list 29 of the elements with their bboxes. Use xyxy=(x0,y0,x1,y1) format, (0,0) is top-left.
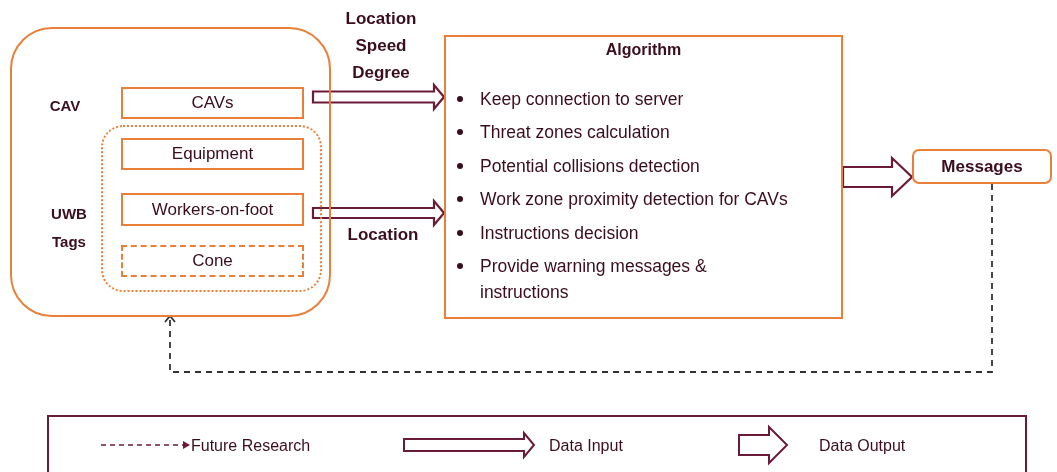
box-label: Cone xyxy=(192,251,233,271)
legend-text: Data Output xyxy=(819,437,906,455)
bullet-text: Potential collisions detection xyxy=(480,154,701,178)
bullet-text: Provide warning messages & instructions xyxy=(480,255,708,304)
box-label: Equipment xyxy=(171,144,254,164)
bullet-text: Work zone proximity detection for CAVs xyxy=(480,188,789,211)
process-box xyxy=(121,87,304,119)
box-label: Messages xyxy=(941,156,1023,177)
block-arrow xyxy=(311,81,446,113)
rounded-box xyxy=(912,149,1052,184)
box-label: Workers-on-foot xyxy=(151,199,274,220)
bullet-text: Instructions decision xyxy=(480,221,640,245)
legend-text: Data Input xyxy=(549,437,623,455)
rounded-group-box xyxy=(10,27,331,317)
box-title: Algorithm xyxy=(605,41,682,59)
group-label: CAV xyxy=(48,96,82,116)
process-box xyxy=(444,35,843,319)
dashed-process-box xyxy=(121,245,304,277)
bullet-text: Threat zones calculation xyxy=(480,121,671,144)
group-label: UWB Tags xyxy=(50,204,88,252)
block-arrow xyxy=(311,197,446,229)
dashed-arrow xyxy=(164,183,993,373)
process-box xyxy=(121,138,304,170)
bullet-text: Keep connection to server xyxy=(480,87,685,111)
legend-text: Future Research xyxy=(191,437,311,455)
dotted-group-box xyxy=(101,125,322,292)
box-label: CAVs xyxy=(191,93,234,113)
block-arrow xyxy=(841,155,914,199)
process-box xyxy=(121,193,304,226)
